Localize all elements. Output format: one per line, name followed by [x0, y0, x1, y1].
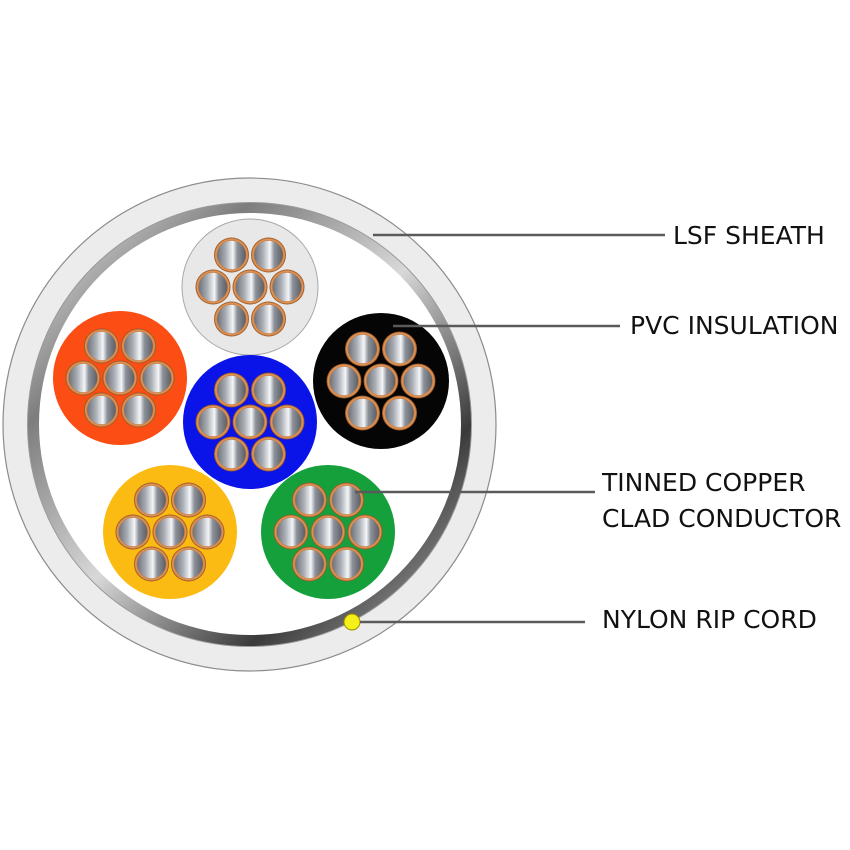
strand-metal-core [174, 485, 203, 515]
strand-metal-core [217, 304, 246, 334]
strand-metal-core [124, 395, 153, 425]
strand-metal-core [276, 517, 306, 547]
strand-metal-core [217, 439, 246, 469]
label-conductor-line2: CLAD CONDUCTOR [602, 504, 841, 533]
strand-metal-core [217, 375, 246, 405]
strand-metal-core [348, 334, 377, 364]
strand-metal-core [87, 395, 116, 425]
strand-metal-core [272, 407, 302, 437]
strand-metal-core [254, 240, 283, 270]
core-green [261, 465, 395, 599]
strand-metal-core [366, 366, 396, 396]
strand-metal-core [403, 366, 433, 396]
strand-metal-core [137, 549, 166, 579]
label-conductor-line1: TINNED COPPER [601, 468, 806, 497]
strand-metal-core [105, 363, 135, 393]
strand-metal-core [272, 272, 302, 302]
strand-metal-core [142, 363, 172, 393]
nylon-rip-cord [343, 613, 361, 631]
strand-metal-core [332, 485, 361, 515]
strand-metal-core [254, 375, 283, 405]
strand-metal-core [87, 331, 116, 361]
core-orange [53, 311, 187, 445]
strand-metal-core [198, 272, 228, 302]
core-black [313, 313, 449, 449]
core-white [181, 218, 319, 356]
core-yellow [103, 465, 237, 599]
strand-metal-core [235, 407, 265, 437]
strand-metal-core [313, 517, 343, 547]
label-lsf-sheath: LSF SHEATH [673, 221, 825, 250]
strand-metal-core [192, 517, 222, 547]
strand-metal-core [254, 304, 283, 334]
strand-metal-core [385, 398, 414, 428]
strand-metal-core [174, 549, 203, 579]
strand-metal-core [350, 517, 380, 547]
strand-metal-core [295, 549, 324, 579]
strand-metal-core [235, 272, 265, 302]
strand-metal-core [295, 485, 324, 515]
core-blue [183, 355, 317, 489]
strand-metal-core [217, 240, 246, 270]
label-pvc-insulation: PVC INSULATION [630, 311, 839, 340]
strand-metal-core [254, 439, 283, 469]
strand-metal-core [198, 407, 228, 437]
strand-metal-core [124, 331, 153, 361]
strand-metal-core [68, 363, 98, 393]
strand-metal-core [348, 398, 377, 428]
strand-metal-core [332, 549, 361, 579]
strand-metal-core [155, 517, 185, 547]
strand-metal-core [385, 334, 414, 364]
strand-metal-core [137, 485, 166, 515]
label-rip-cord: NYLON RIP CORD [602, 605, 817, 634]
strand-metal-core [118, 517, 148, 547]
strand-metal-core [329, 366, 359, 396]
cores-group [53, 218, 449, 599]
